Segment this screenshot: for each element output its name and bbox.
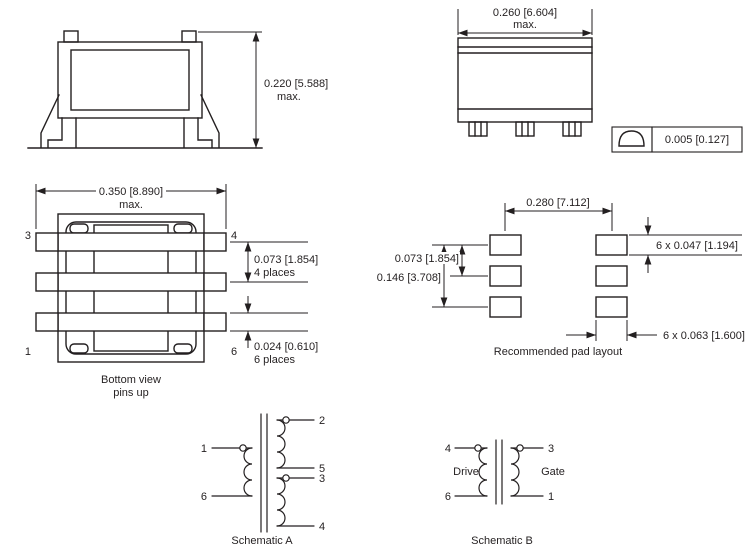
terminal-strap <box>57 272 205 292</box>
drive-winding <box>478 447 488 497</box>
side-height-dim-text: 0.220 [5.588] <box>264 78 328 90</box>
front-pin <box>515 121 535 137</box>
pin-label-1: 1 <box>25 346 31 358</box>
pin-label-6: 6 <box>445 491 451 503</box>
side-view-left-lead <box>40 94 60 148</box>
pad-layout-caption: Recommended pad layout <box>494 346 622 358</box>
bottom-view-caption-line1: Bottom view <box>101 374 161 386</box>
terminal-strap <box>57 232 205 252</box>
pin-3 <box>35 232 59 252</box>
coplanarity-dim-text: 0.005 [0.127] <box>665 134 729 146</box>
pin-label-6: 6 <box>201 491 207 503</box>
bottom-width-dim-text: 0.350 [8.890] <box>99 186 163 198</box>
schematic-a: 1 6 2 5 3 4 Schematic A <box>201 413 325 547</box>
pad <box>595 234 628 256</box>
pin-label-3: 3 <box>548 443 554 455</box>
solder-fillet-dome <box>618 130 645 147</box>
pad-height-dim-text: 6 x 0.047 [1.194] <box>656 240 738 252</box>
pad <box>595 296 628 318</box>
pin-1 <box>35 312 59 332</box>
polarity-dot <box>282 474 290 482</box>
front-width-dim-text: 0.260 [6.604] <box>493 7 557 19</box>
schematic-b-caption: Schematic B <box>471 535 533 547</box>
pad-width-dim-text: 6 x 0.063 [1.600] <box>663 330 745 342</box>
pin-label-1: 1 <box>548 491 554 503</box>
pad-total-dim-text: 0.146 [3.708] <box>377 272 441 284</box>
bottom-view: 0.350 [8.890] max. 3 4 1 6 0.073 [1.854]… <box>25 184 318 399</box>
side-view-right-foot <box>197 117 213 148</box>
polarity-dot <box>239 444 247 452</box>
pad-layout: 0.280 [7.112] 0.073 [1.854] 0.146 [3.708… <box>377 197 745 358</box>
side-view: 0.220 [5.588] max. <box>27 30 328 149</box>
drive-label: Drive <box>453 466 479 478</box>
text-backing <box>398 252 460 264</box>
gate-winding <box>510 447 520 497</box>
pin-4 <box>203 232 227 252</box>
bobbin-post <box>69 223 89 234</box>
pad <box>489 234 522 256</box>
side-view-right-tab <box>181 30 197 43</box>
pin-2 <box>35 272 59 292</box>
secondary-winding-upper <box>276 419 286 469</box>
pin-6 <box>203 312 227 332</box>
pads <box>489 234 628 318</box>
front-pin <box>562 121 582 137</box>
pin-label-3: 3 <box>319 473 325 485</box>
terminal-strap <box>57 312 205 332</box>
coplanarity-detail: 0.005 [0.127] <box>611 126 743 153</box>
schematic-b: 4 6 3 1 Drive Gate Schematic B <box>445 439 565 547</box>
pin-pitch-note-text: 4 places <box>254 267 295 279</box>
bottom-view-pins <box>35 232 227 332</box>
bottom-width-note-text: max. <box>119 199 143 211</box>
pad-pitch-dim-text: 0.073 [1.854] <box>395 253 459 265</box>
side-view-core-window <box>70 49 190 111</box>
pin-label-2: 2 <box>319 415 325 427</box>
pad-span-dim-text: 0.280 [7.112] <box>526 197 589 209</box>
side-height-note-text: max. <box>277 91 301 103</box>
pin-label-4: 4 <box>319 521 325 533</box>
pin-label-6: 6 <box>231 346 237 358</box>
polarity-dot <box>516 444 524 452</box>
pad <box>489 265 522 287</box>
polarity-dot <box>282 416 290 424</box>
schematic-a-caption: Schematic A <box>231 535 293 547</box>
bobbin-post <box>173 223 193 234</box>
side-view-body-outline <box>57 41 203 119</box>
primary-winding <box>243 447 253 497</box>
bobbin-post <box>173 343 193 354</box>
front-view-pins <box>468 121 582 137</box>
pin-label-4: 4 <box>445 443 451 455</box>
pad <box>489 296 522 318</box>
coplanarity-value-box <box>651 126 743 153</box>
pin-5 <box>203 272 227 292</box>
bobbin-post <box>69 343 89 354</box>
front-pin <box>468 121 488 137</box>
side-view-left-tab <box>63 30 79 43</box>
bottom-view-caption-line2: pins up <box>113 387 148 399</box>
polarity-dot <box>474 444 482 452</box>
pin-pitch-dim-text: 0.073 [1.854] <box>254 254 318 266</box>
lead-width-note-text: 6 places <box>254 354 295 366</box>
pin-label-1: 1 <box>201 443 207 455</box>
side-view-left-foot <box>47 117 63 148</box>
lead-width-dim-text: 0.024 [0.610] <box>254 341 318 353</box>
pin-label-5: 5 <box>319 463 325 475</box>
secondary-winding-lower <box>276 477 286 527</box>
pin-label-4: 4 <box>231 230 237 242</box>
front-width-note-text: max. <box>513 19 537 31</box>
pin-label-3: 3 <box>25 230 31 242</box>
text-backing <box>378 271 440 283</box>
pad <box>595 265 628 287</box>
side-view-right-lead <box>200 94 220 148</box>
gate-label: Gate <box>541 466 565 478</box>
front-view: 0.260 [6.604] max. 0.005 [0.127] <box>457 7 743 153</box>
